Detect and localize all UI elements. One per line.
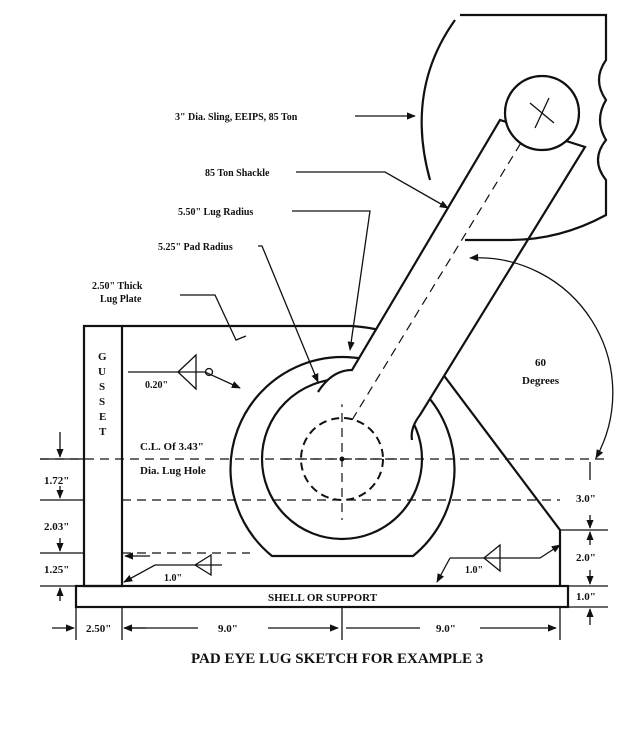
dimension-bottom-3: 9.0" <box>436 623 456 635</box>
weld-bottom-left-leader <box>123 564 205 583</box>
right-dimensions: 3.0" 2.0" 1.0" <box>560 462 608 625</box>
shackle-pin-hidden <box>504 75 580 151</box>
shackle-centerline <box>351 109 542 421</box>
support-plate <box>74 584 570 609</box>
angle-unit: Degrees <box>522 375 560 387</box>
diagram-title: PAD EYE LUG SKETCH FOR EXAMPLE 3 <box>191 651 483 667</box>
svg-text:U: U <box>98 366 106 378</box>
dimension-right-3: 1.0" <box>576 591 596 603</box>
svg-text:S: S <box>99 381 105 393</box>
shackle-arm <box>317 118 587 441</box>
cl-label-line2: Dia. Lug Hole <box>140 465 206 477</box>
dimension-right-2: 2.0" <box>576 552 596 564</box>
lug-plate-callout-line1: 2.50" Thick <box>92 281 143 292</box>
weld-top-size: 0.20" <box>145 380 168 391</box>
weld-bottom-left-size: 1.0" <box>164 573 182 584</box>
weld-top-symbol <box>177 353 197 391</box>
dimension-left-3: 1.25" <box>44 564 69 576</box>
angle-value: 60 <box>535 357 547 369</box>
bottom-dimensions: 2.50" 9.0" 9.0" <box>52 607 560 640</box>
dimension-left-2: 2.03" <box>44 521 69 533</box>
weld-all-around-icon <box>204 367 214 377</box>
shackle-pin-cross <box>529 97 555 129</box>
weld-bottom-right-size: 1.0" <box>465 565 483 576</box>
svg-text:S: S <box>99 396 105 408</box>
svg-text:E: E <box>99 411 106 423</box>
dimension-bottom-2: 9.0" <box>218 623 238 635</box>
lug-plate-callout-leader <box>180 294 247 341</box>
dimension-bottom-1: 2.50" <box>86 623 111 635</box>
shackle-callout-label: 85 Ton Shackle <box>205 168 270 179</box>
sling-callout-label: 3" Dia. Sling, EEIPS, 85 Ton <box>175 112 298 123</box>
cl-label-line1: C.L. Of 3.43" <box>140 441 204 453</box>
weld-bottom-right-arrow <box>436 557 451 583</box>
pad-radius-callout-leader <box>258 245 319 383</box>
sling-body <box>420 13 608 242</box>
angle-arc <box>469 253 614 459</box>
weld-bottom-right-symbol <box>482 543 501 573</box>
lug-plate-callout-line2: Lug Plate <box>100 294 142 305</box>
lug-radius-callout-leader <box>292 210 371 351</box>
weld-bottom-right-leader <box>450 544 561 559</box>
gusset-label: G U S S E T <box>98 351 107 438</box>
lug-radius-callout-label: 5.50" Lug Radius <box>178 207 253 218</box>
weld-bottom-left-symbol <box>193 553 212 577</box>
pad-outline <box>229 355 456 558</box>
gusset-plate <box>82 324 124 588</box>
support-label: SHELL OR SUPPORT <box>268 592 378 604</box>
shackle-callout-leader <box>296 171 449 209</box>
left-dimensions: 1.72" 2.03" 1.25" <box>40 432 84 601</box>
svg-text:T: T <box>99 426 107 438</box>
svg-text:G: G <box>98 351 107 363</box>
lug-hole <box>300 417 384 501</box>
pad-radius-callout-label: 5.25" Pad Radius <box>158 242 233 253</box>
dimension-right-1: 3.0" <box>576 493 596 505</box>
dimension-left-1: 1.72" <box>44 475 69 487</box>
